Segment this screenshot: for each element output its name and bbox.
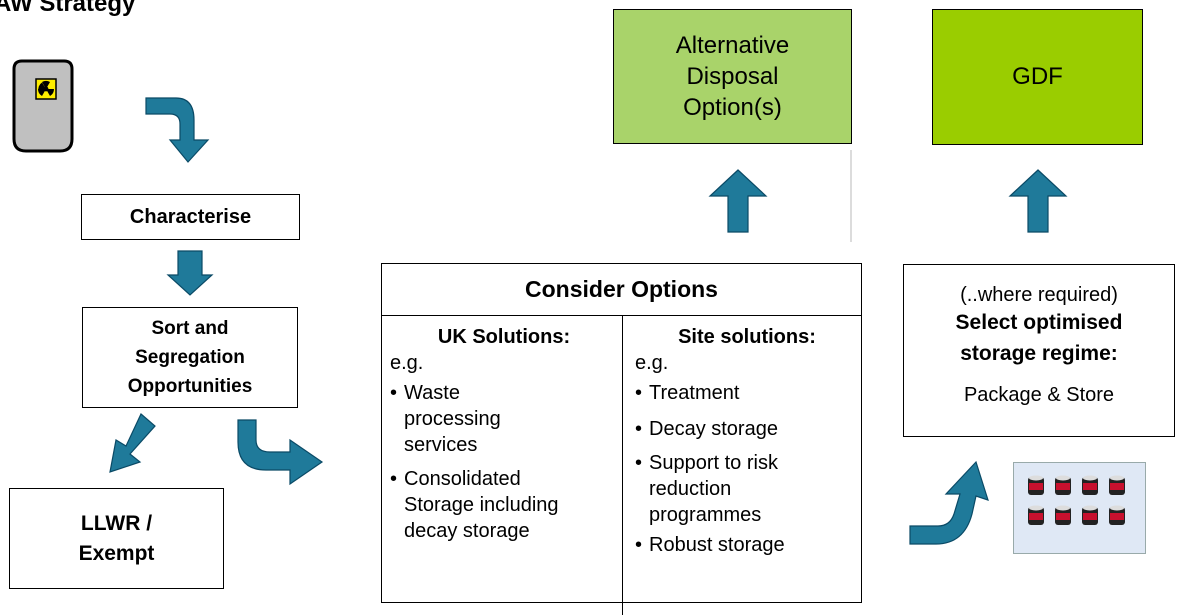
site-item-robust: •Robust storage [635,534,785,556]
options-divider [622,315,623,615]
llwr-label: LLWR [80,511,141,535]
package-store: Package & Store [963,384,1115,406]
uk-item-waste: • Waste processing services [390,382,501,456]
drum-icon [1028,505,1044,525]
sort-line-3: Opportunities [127,376,253,397]
select-line-2: storage regime: [960,342,1118,365]
site-eg: e.g. [635,352,669,374]
llwr-separator: / [140,511,153,535]
diagonal-arrow-icon [109,413,156,473]
exempt-label: Exempt [78,541,155,565]
drum-icon [1028,475,1044,495]
down-arrow-icon [166,250,214,296]
select-line-1: Select optimised [955,311,1123,334]
uk-solutions-heading: UK Solutions: [437,326,571,348]
uk-solutions-column: UK Solutions: e.g. • Waste processing se… [390,324,618,544]
site-solutions-heading: Site solutions: [678,326,816,348]
site-item-decay: •Decay storage [635,418,778,440]
curved-arrow-icon [145,97,210,163]
curved-arrow-icon [237,419,324,486]
drum-icon [1082,505,1098,525]
site-item-support: • Support to risk reduction programmes [635,452,778,526]
drum-icon [1055,475,1071,495]
site-solutions-column: Site solutions: e.g. •Treatment •Decay s… [635,324,859,558]
sort-line-2: Segregation [135,347,245,368]
consider-options-title: Consider Options [382,264,861,316]
drum-array-icon [1013,462,1146,554]
drum-icon [1109,475,1125,495]
alternative-disposal-box: Alternative Disposal Option(s) [613,9,852,144]
page-title: AW Strategy [0,0,136,17]
alt-line-2: Disposal [686,63,779,90]
drum-icon [1082,475,1098,495]
alt-line-3: Option(s) [683,94,782,121]
where-required: (..where required) [960,284,1118,306]
sort-segregation-box: Sort and Segregation Opportunities [82,307,298,408]
up-arrow-icon [708,169,768,233]
uk-eg: e.g. [390,352,424,374]
gdf-label: GDF [1012,63,1063,90]
curved-arrow-icon [909,460,989,545]
sort-line-1: Sort and [151,318,229,339]
radioactive-drum-icon [8,57,78,155]
alt-line-1: Alternative [675,32,790,59]
storage-regime-box: (..where required) Select optimised stor… [903,264,1175,437]
gdf-box: GDF [932,9,1143,145]
site-item-treatment: •Treatment [635,382,740,404]
consider-options-box: Consider Options UK Solutions: e.g. • Wa… [381,263,862,615]
uk-item-consolidated: • Consolidated Storage including decay s… [390,468,559,542]
characterise-box: Characterise [81,194,300,240]
drum-icon [1109,505,1125,525]
llwr-exempt-box: LLWR / Exempt [9,488,224,589]
up-arrow-icon [1008,169,1068,233]
drum-icon [1055,505,1071,525]
characterise-label: Characterise [129,205,252,228]
arrows-layer [109,97,1068,545]
